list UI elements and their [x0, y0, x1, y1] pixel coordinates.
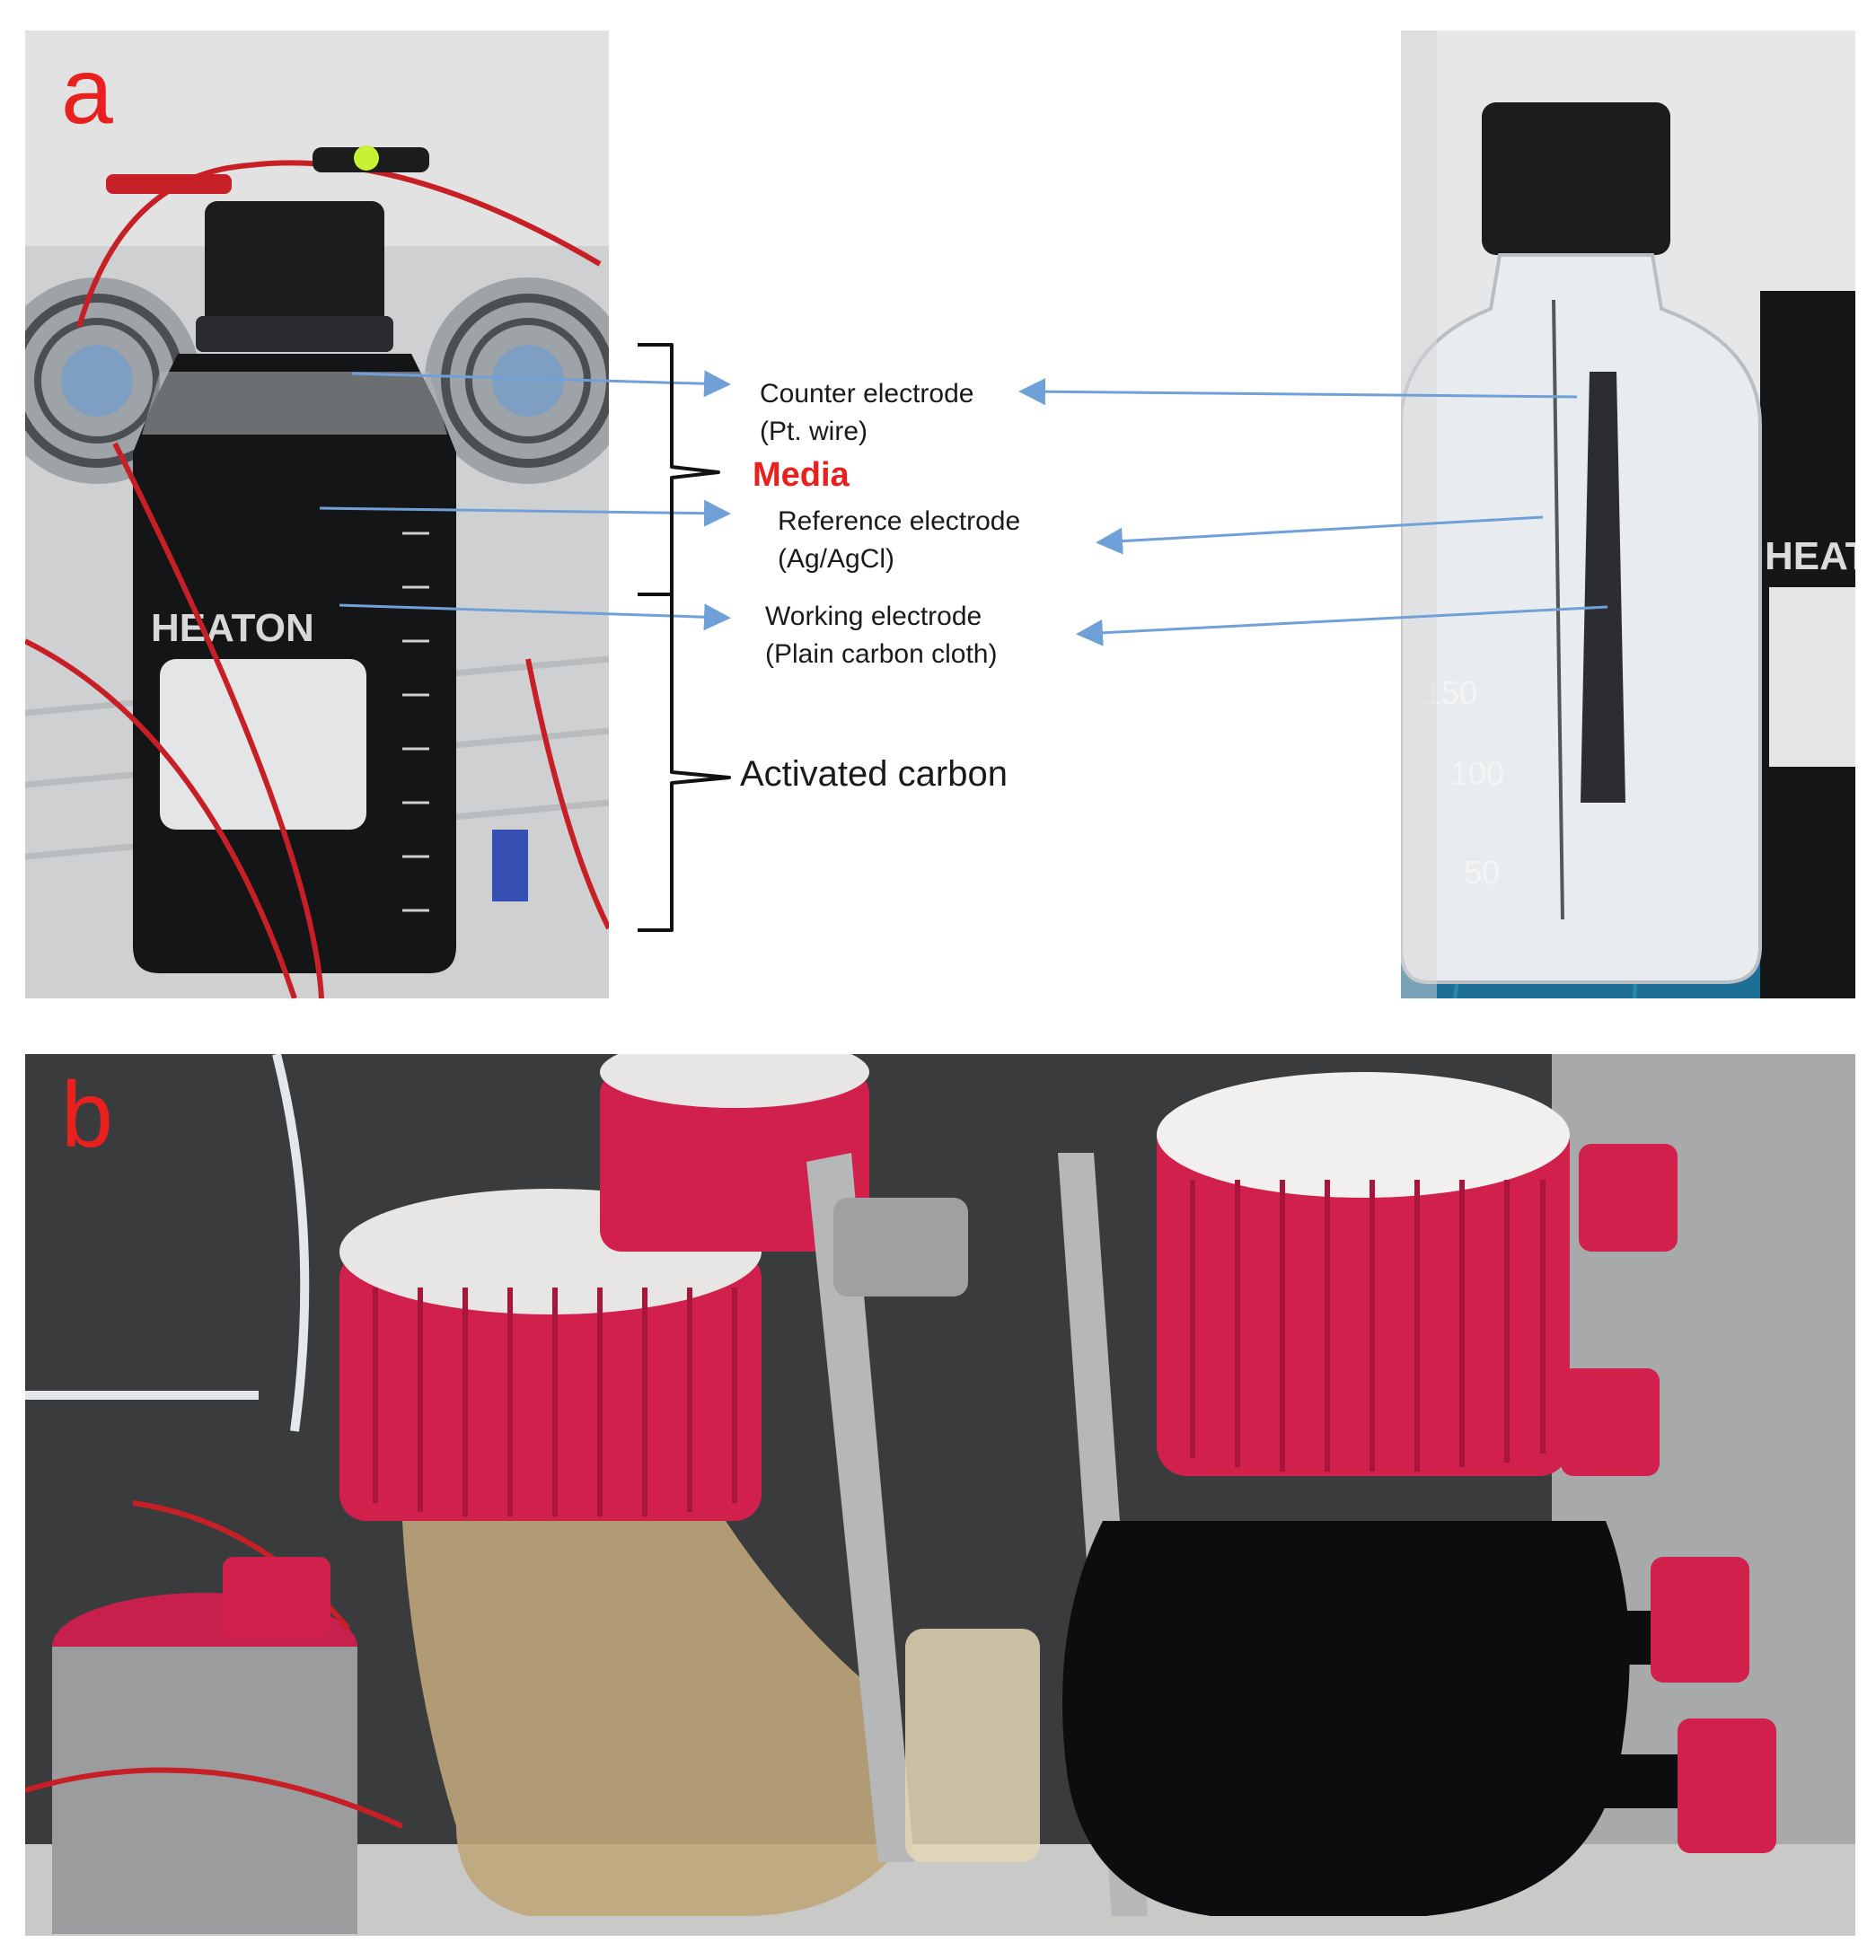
working-electrode-name: Working electrode [765, 602, 982, 631]
bottle-brand-text: HEATON [151, 606, 314, 650]
working-electrode-material: (Plain carbon cloth) [765, 639, 998, 669]
photo-b [25, 1054, 1855, 1936]
photo-a-left: HEATON [25, 31, 609, 998]
scale-mark-100: 100 [1450, 755, 1504, 792]
counter-electrode-label: Counter electrode (Pt. wire) [760, 375, 973, 451]
photo-a-right: HEAT 150 100 50 [1401, 31, 1855, 998]
bottle-brand-right-text: HEAT [1765, 534, 1855, 578]
scale-mark-50: 50 [1464, 854, 1500, 891]
activated-carbon-label: Activated carbon [740, 754, 1008, 794]
reference-electrode-material: (Ag/AgCl) [778, 544, 895, 574]
reference-electrode-label: Reference electrode (Ag/AgCl) [778, 503, 1020, 578]
reference-electrode-name: Reference electrode [778, 506, 1021, 536]
panel-b-label: b [61, 1063, 113, 1167]
counter-electrode-material: (Pt. wire) [760, 417, 868, 446]
bracket-activated-carbon [638, 593, 731, 932]
bracket-media [638, 343, 720, 596]
panel-a-label: a [61, 40, 113, 144]
media-label: Media [753, 456, 850, 494]
counter-electrode-name: Counter electrode [760, 379, 974, 409]
working-electrode-label: Working electrode (Plain carbon cloth) [765, 598, 997, 673]
